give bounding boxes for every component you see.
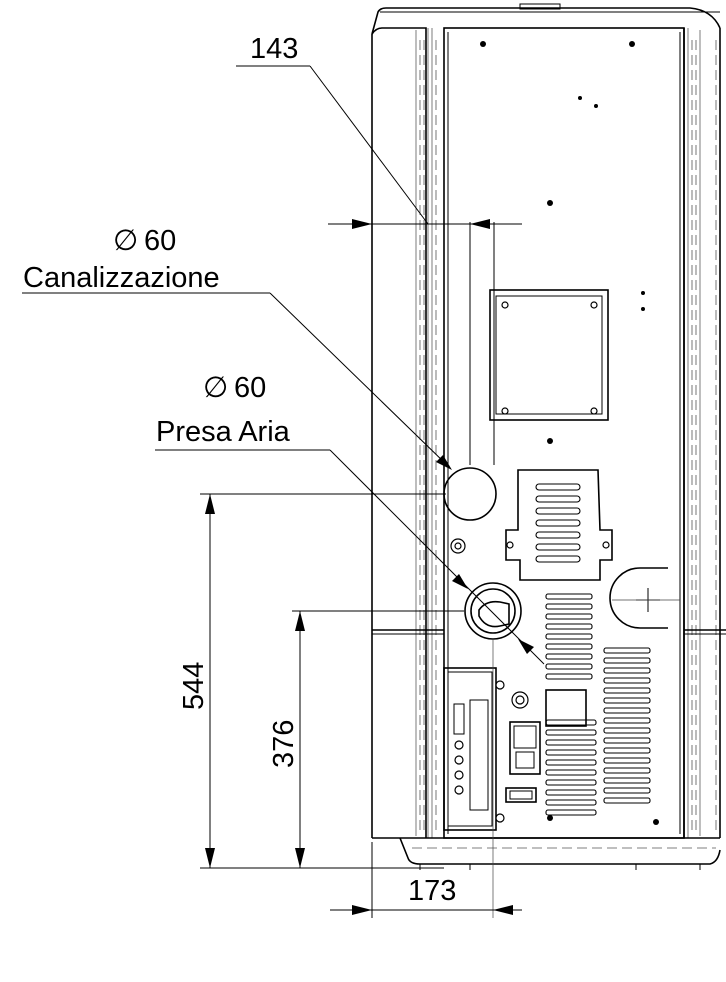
dim-173: 173 [408, 875, 456, 907]
flue-diameter-symbol: ∅ [113, 225, 138, 257]
dim-376: 376 [268, 720, 300, 768]
stove-body [371, 3, 726, 870]
dim-143: 143 [250, 33, 298, 65]
air-diameter: 60 [234, 372, 266, 404]
dimension-labels: 143 ∅ 60 Canalizzazione ∅ 60 Presa Aria … [23, 33, 456, 907]
dim-544: 544 [178, 662, 210, 710]
flue-diameter: 60 [144, 225, 176, 257]
air-inlet [464, 582, 522, 918]
flue-label: Canalizzazione [23, 262, 220, 294]
flue-outlet [443, 222, 497, 521]
air-diameter-symbol: ∅ [203, 372, 228, 404]
dimension-lines [22, 65, 545, 918]
air-label: Presa Aria [156, 416, 291, 448]
